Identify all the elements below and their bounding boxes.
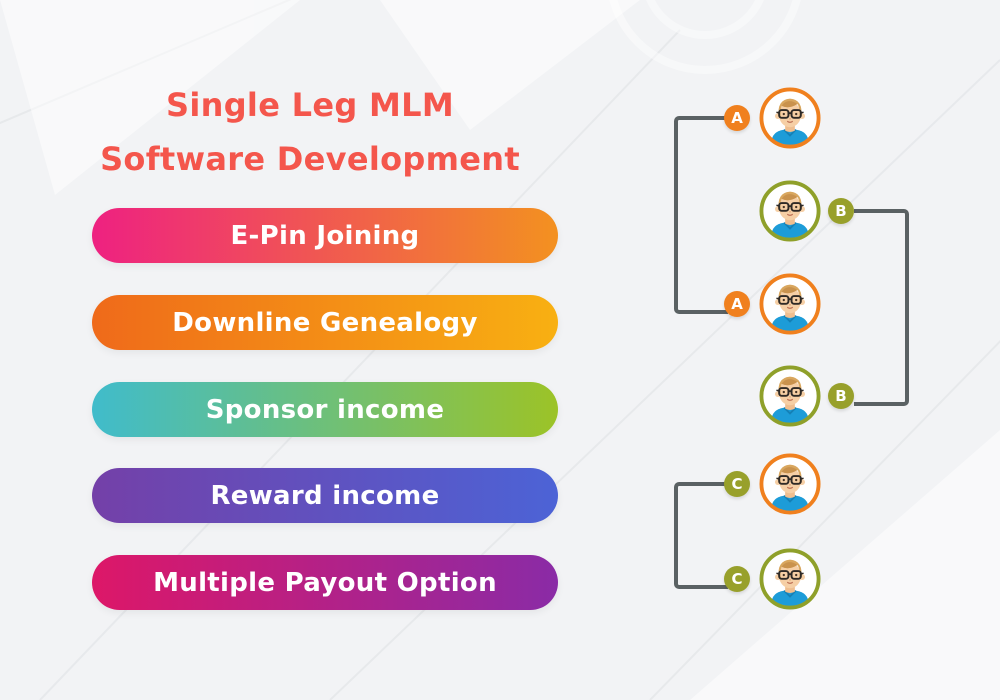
node-badge: A	[724, 105, 750, 131]
node-badge: B	[828, 198, 854, 224]
genealogy-node-6: C	[724, 548, 821, 610]
page-title: Single Leg MLM Software Development	[70, 78, 550, 186]
connector-line-c	[674, 482, 728, 589]
genealogy-node-3: A	[724, 273, 821, 335]
feature-pill-label: Multiple Payout Option	[153, 567, 497, 598]
feature-pill-label: Sponsor income	[205, 394, 445, 425]
person-avatar-icon	[759, 365, 821, 427]
feature-pill-multiple-payout-option: Multiple Payout Option	[92, 555, 558, 610]
genealogy-node-2: B	[759, 180, 854, 242]
node-badge: C	[724, 566, 750, 592]
connector-line-b	[854, 209, 909, 406]
feature-pill-label: Downline Genealogy	[172, 307, 478, 338]
feature-pill-label: E-Pin Joining	[230, 220, 420, 251]
connector-line-a	[674, 116, 728, 314]
node-badge: A	[724, 291, 750, 317]
node-badge: C	[724, 471, 750, 497]
person-avatar-icon	[759, 548, 821, 610]
page-title-line2: Software Development	[100, 140, 520, 178]
feature-pill-label: Reward income	[210, 480, 440, 511]
person-avatar-icon	[759, 273, 821, 335]
feature-pill-epin-joining: E-Pin Joining	[92, 208, 558, 263]
page-title-line1: Single Leg MLM	[166, 86, 454, 124]
person-avatar-icon	[759, 87, 821, 149]
node-badge: B	[828, 383, 854, 409]
person-avatar-icon	[759, 180, 821, 242]
feature-pill-reward-income: Reward income	[92, 468, 558, 523]
person-avatar-icon	[759, 453, 821, 515]
genealogy-node-4: B	[759, 365, 854, 427]
genealogy-node-5: C	[724, 453, 821, 515]
feature-pill-downline-genealogy: Downline Genealogy	[92, 295, 558, 350]
feature-pill-sponsor-income: Sponsor income	[92, 382, 558, 437]
genealogy-node-1: A	[724, 87, 821, 149]
